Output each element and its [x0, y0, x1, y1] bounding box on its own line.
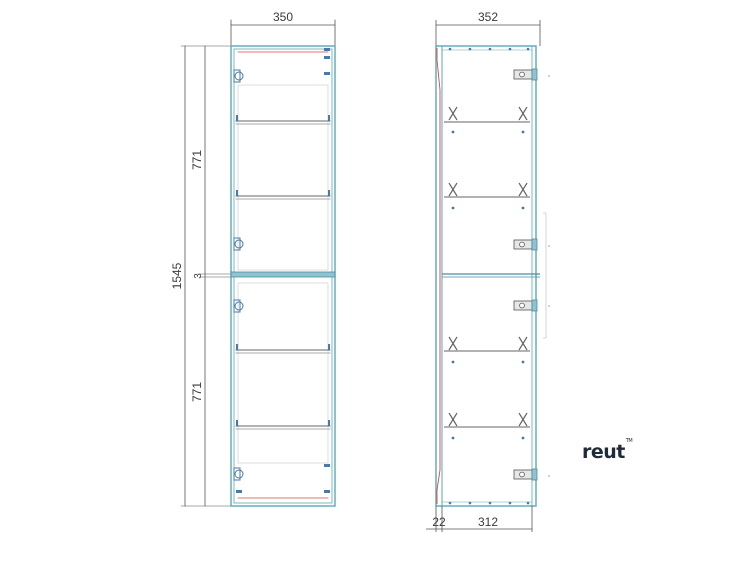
- logo-text: reut: [582, 441, 625, 463]
- logo-mark: TM: [625, 437, 633, 444]
- middle-divider: [230, 271, 336, 278]
- side-hinge-icon: [513, 68, 538, 81]
- front-view: 350 1545 771 771 3: [170, 10, 336, 507]
- side-hinge-icon: [513, 238, 538, 251]
- body-depth-label: 312: [478, 515, 498, 529]
- hinge-icon: [233, 69, 244, 83]
- side-shelves: [444, 121, 530, 428]
- front-width-label: 350: [273, 10, 293, 24]
- door-depth-label: 22: [432, 515, 446, 529]
- side-cabinet-outline: [435, 45, 537, 507]
- hinge-icon: [233, 237, 244, 251]
- support-dot-icons: [448, 47, 530, 505]
- divider-label: 3: [193, 273, 204, 279]
- hinge-icon: [233, 467, 244, 481]
- side-depth-label: 352: [478, 10, 498, 24]
- front-shelves: [235, 120, 331, 430]
- shelf-supports: [236, 48, 330, 493]
- side-view: 352: [426, 10, 550, 532]
- bracket-x-icon: [448, 106, 528, 427]
- side-hinge-icon: [513, 299, 538, 312]
- total-height-label: 1545: [170, 262, 184, 289]
- side-hinge-icon: [513, 468, 538, 481]
- reut-logo: reutTM: [582, 437, 633, 463]
- lower-section-label: 771: [190, 382, 204, 402]
- hinge-icon: [233, 299, 244, 313]
- upper-section-label: 771: [190, 150, 204, 170]
